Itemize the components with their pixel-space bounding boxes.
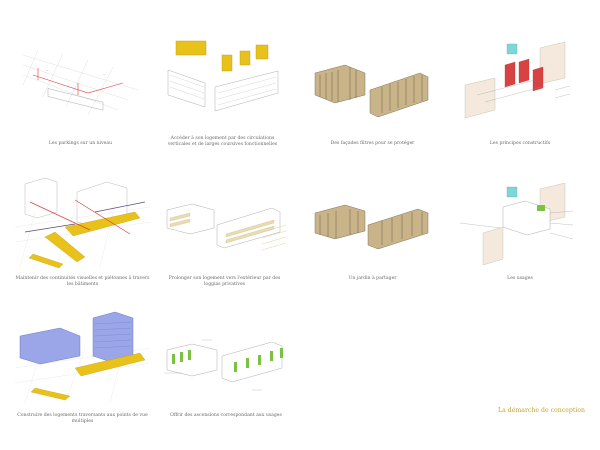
circulations-diagram	[167, 40, 279, 112]
caption-panel-3: Des façades filtres pour se protéger	[330, 141, 415, 146]
panel-facades	[310, 45, 435, 130]
panel-loggias	[162, 190, 287, 265]
panel-ascensions	[162, 328, 290, 403]
constructifs-diagram	[464, 41, 571, 119]
svg-text:—: —	[46, 69, 49, 72]
caption-panel-6: Prolonger son logement vers l'extérieur …	[168, 276, 281, 287]
caption-panel-2: Accéder à son logement par des circulati…	[167, 136, 278, 147]
svg-text:—: —	[103, 73, 106, 76]
ascensions-diagram	[164, 339, 283, 391]
caption-panel-10: Offrir des ascensions correspondant aux …	[170, 413, 282, 418]
panel-circulations	[160, 35, 285, 130]
caption-panel-7: Un jardin à partager	[348, 276, 397, 281]
panel-usages	[455, 183, 585, 271]
final-title: La démarche de conception	[498, 407, 586, 414]
caption-panel-4: Les principes constructifs	[489, 141, 551, 146]
caption-panel-5: Maintenir des continuités visuelles et p…	[15, 276, 150, 287]
jardin-diagram	[314, 204, 429, 250]
usages-diagram	[459, 183, 574, 266]
traversants-diagram	[15, 311, 150, 403]
panel-jardin	[310, 195, 435, 267]
panel-traversants	[15, 308, 150, 403]
continuites-diagram	[15, 177, 150, 270]
loggias-diagram	[166, 203, 287, 251]
panel-constructifs	[455, 40, 585, 130]
caption-panel-9: Construire des logements traversants aux…	[17, 413, 148, 424]
parkings-diagram: — —	[22, 49, 139, 116]
facades-diagram	[314, 64, 429, 118]
caption-panel-1: Les parkings sur un niveau	[48, 141, 113, 146]
caption-panel-8: Les usages	[507, 276, 533, 281]
panel-continuites	[15, 172, 150, 270]
panel-parkings: — —	[18, 35, 143, 130]
